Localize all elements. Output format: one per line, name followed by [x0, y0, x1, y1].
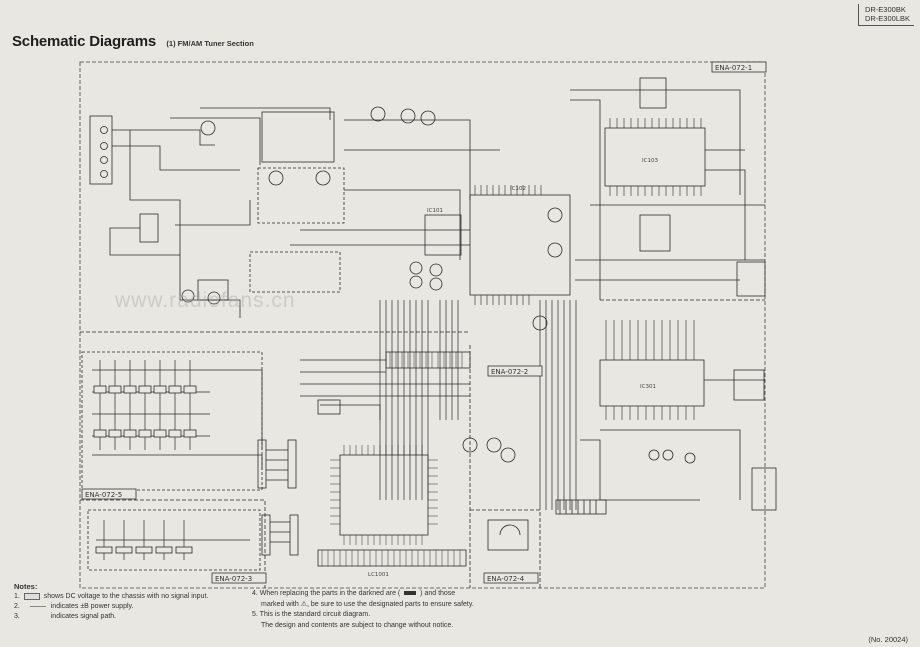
lc1001-label: LC1001 [368, 572, 389, 578]
switch-matrix-5 [81, 351, 263, 491]
note-3: 3. indicates signal path. [14, 612, 208, 622]
model-number-box: DR-E300BK DR-E300LBK [857, 4, 914, 26]
header: Schematic Diagrams (1) FM/AM Tuner Secti… [12, 33, 254, 51]
note-2: 2. indicates ±B power supply. [14, 602, 208, 612]
note-2-num: 2. [14, 603, 20, 610]
note-4-line2b: , be sure to use the designated parts to… [306, 600, 474, 608]
note-1-num: 1. [14, 593, 20, 600]
board-divider-5 [80, 499, 266, 588]
ic101-label: IC101 [427, 208, 443, 214]
board-label-4: ENA-072-4 [487, 575, 525, 583]
note-5-num: 5. [252, 611, 258, 618]
ic301-label: IC301 [640, 384, 656, 390]
antenna-terminal [89, 115, 113, 185]
tuner-board-outline [79, 61, 766, 589]
board-label-1: ENA-072-1 [715, 64, 752, 72]
am-oscillator-block [249, 251, 341, 293]
connector-table-mid [733, 369, 765, 401]
board-label-2: ENA-072-2 [491, 368, 528, 376]
switch-matrix-3 [87, 509, 261, 571]
ic103-label: IC103 [642, 158, 658, 164]
page-title: Schematic Diagrams [12, 33, 156, 50]
lcd-connector [317, 549, 467, 567]
board-label-5: ENA-072-5 [85, 491, 122, 499]
watermark: www.radiofans.cn [115, 289, 296, 312]
ic102-label: IC102 [510, 186, 526, 192]
note-1-text: shows DC voltage to the chassis with no … [43, 593, 209, 600]
ic101-block [424, 214, 462, 256]
note-2-text: indicates ±B power supply. [50, 603, 134, 610]
ic301-block [599, 359, 705, 407]
lc1001-chip [339, 454, 429, 536]
note-1: 1. shows DC voltage to the chassis with … [14, 592, 208, 602]
note-4-line2a: marked with [261, 600, 299, 608]
board-label-3: ENA-072-3 [215, 575, 252, 583]
board-4-component [487, 519, 529, 551]
note-3-num: 3. [14, 613, 20, 620]
fm-frontend-block [261, 111, 335, 163]
note-5-line2: The design and contents are subject to c… [261, 621, 454, 629]
note-4-line1a: When replacing the parts in the darkned … [259, 590, 401, 597]
note-5: 5. This is the standard circuit diagram. [252, 610, 474, 621]
note-5-line1: This is the standard circuit diagram. [259, 611, 371, 618]
power-line-icon [29, 605, 46, 607]
model-number-1: DR-E300BK [864, 5, 906, 14]
note-4-line1b: ) and those [420, 590, 456, 597]
note-4: 4. When replacing the parts in the darkn… [252, 589, 474, 600]
model-number-2: DR-E300LBK [864, 14, 910, 23]
warning-triangle-icon: ⚠ [300, 600, 307, 608]
page-number: (No. 20024) [868, 635, 908, 644]
note-4-num: 4. [252, 590, 258, 597]
darkened-area-swatch-icon [404, 591, 417, 596]
ic103-block [604, 127, 706, 187]
ic102-block [469, 194, 571, 296]
notes-section: Notes: 1. shows DC voltage to the chassi… [14, 582, 208, 622]
notes-right-section: 4. When replacing the parts in the darkn… [252, 589, 474, 631]
connector-table-right [736, 261, 766, 297]
notes-heading: Notes: [14, 582, 38, 591]
note-4-cont: marked with ⚠, be sure to use the design… [252, 600, 474, 611]
fm-if-block [257, 167, 345, 224]
dc-voltage-swatch-icon [23, 592, 40, 600]
page-subtitle: (1) FM/AM Tuner Section [166, 39, 254, 48]
note-3-text: indicates signal path. [50, 613, 117, 620]
